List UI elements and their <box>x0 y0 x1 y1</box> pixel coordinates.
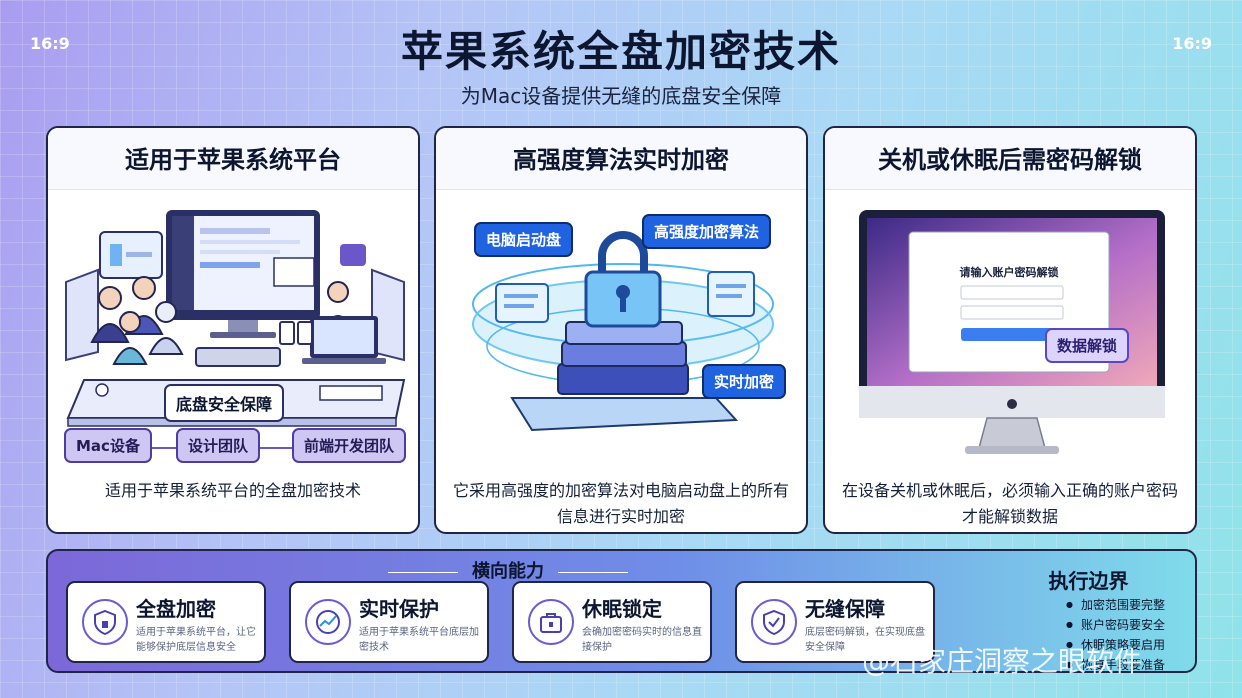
card-platform: 适用于苹果系统平台 <box>46 126 420 534</box>
card-title: 关机或休眠后需密码解锁 <box>825 128 1195 190</box>
briefcase-lock-icon <box>528 599 574 645</box>
page-subtitle: 为Mac设备提供无缝的底盘安全保障 <box>460 84 782 108</box>
card-desc: 它采用高强度的加密算法对电脑启动盘上的所有信息进行实时加密 <box>452 481 789 526</box>
label-mac-device: Mac设备 <box>64 428 152 463</box>
watermark: @石家庄洞察之眼软件 <box>862 645 1143 678</box>
aspect-ratio-label-left: 16:9 <box>30 34 70 53</box>
realtime-chart-icon <box>305 599 351 645</box>
capability-title: 横向能力 <box>48 557 968 583</box>
feature-title: 休眠锁定 <box>582 597 662 621</box>
label-data-unlock: 数据解锁 <box>1045 328 1130 363</box>
divider-line <box>558 571 628 573</box>
feature-title: 无缝保障 <box>805 597 885 621</box>
boundary-title: 执行边界 <box>1048 569 1129 593</box>
aspect-ratio-label-right: 16:9 <box>1172 34 1212 53</box>
card-encryption: 高强度算法实时加密 电脑启动盘 高强度加密算法 实时加密 它 <box>434 126 808 534</box>
card-unlock: 关机或休眠后需密码解锁 请输入账户密码解锁 数据解锁 在设备关机或休眠后，必须 <box>823 126 1197 534</box>
imac-unlock-scene <box>859 210 1165 454</box>
team-desk-scene <box>65 210 406 462</box>
feature-sleep-lock: 休眠锁定 会确加密密码实时的信息直接保护 <box>512 581 712 663</box>
card-desc: 在设备关机或休眠后，必须输入正确的账户密码才能解锁数据 <box>841 481 1178 526</box>
card-title: 高强度算法实时加密 <box>436 128 806 190</box>
list-item: 加密范围要完整 <box>1066 595 1165 615</box>
card-desc: 适用于苹果系统平台的全盘加密技术 <box>104 481 361 500</box>
encryption-disk-scene <box>472 231 774 432</box>
capability-bar: 横向能力 全盘加密 适用于苹果系统平台，让它能够保护底层信息安全 实时保护 适用… <box>46 549 1197 673</box>
feature-desc: 适用于苹果系统平台底层加密技术 <box>359 627 479 653</box>
encryption-disk-illustration: 电脑启动盘 高强度加密算法 实时加密 <box>436 192 806 460</box>
list-item: 账户密码要安全 <box>1066 615 1165 635</box>
feature-seamless-protection: 无缝保障 底层密码解锁，在实现底盘安全保障 <box>735 581 935 663</box>
capability-title-text: 横向能力 <box>472 561 544 582</box>
team-desk-illustration: 底盘安全保障 Mac设备 设计团队 前端开发团队 <box>48 192 418 463</box>
execution-boundary: 执行边界 加密范围要完整 账户密码要安全 休眠策略要启用 恢复手段要准备 <box>978 551 1195 671</box>
label-boot-disk: 电脑启动盘 <box>474 222 574 257</box>
label-design-team: 设计团队 <box>176 428 261 463</box>
feature-title: 全盘加密 <box>136 597 216 621</box>
dialog-title: 请输入账户密码解锁 <box>959 266 1059 279</box>
feature-full-disk-encryption: 全盘加密 适用于苹果系统平台，让它能够保护底层信息安全 <box>66 581 266 663</box>
list-item: 恢复手段要准备 <box>1066 655 1165 671</box>
shield-icon <box>82 599 128 645</box>
feature-realtime-protection: 实时保护 适用于苹果系统平台底层加密技术 <box>289 581 489 663</box>
label-realtime-encryption: 实时加密 <box>702 364 787 399</box>
imac-unlock-illustration: 请输入账户密码解锁 数据解锁 <box>825 192 1195 460</box>
boundary-list: 加密范围要完整 账户密码要安全 休眠策略要启用 恢复手段要准备 <box>1066 595 1165 671</box>
label-frontend-team: 前端开发团队 <box>292 428 407 463</box>
list-item: 休眠策略要启用 <box>1066 635 1165 655</box>
card-title: 适用于苹果系统平台 <box>48 128 418 190</box>
feature-title: 实时保护 <box>359 597 439 621</box>
label-strong-algorithm: 高强度加密算法 <box>642 214 772 249</box>
feature-desc: 适用于苹果系统平台，让它能够保护底层信息安全 <box>136 627 256 653</box>
shield-check-icon <box>751 599 797 645</box>
feature-desc: 会确加密密码实时的信息直接保护 <box>582 627 702 653</box>
label-chassis-security: 底盘安全保障 <box>164 384 285 422</box>
feature-desc: 底层密码解锁，在实现底盘安全保障 <box>805 627 925 653</box>
page-title: 苹果系统全盘加密技术 <box>400 27 841 76</box>
divider-line <box>388 571 458 573</box>
